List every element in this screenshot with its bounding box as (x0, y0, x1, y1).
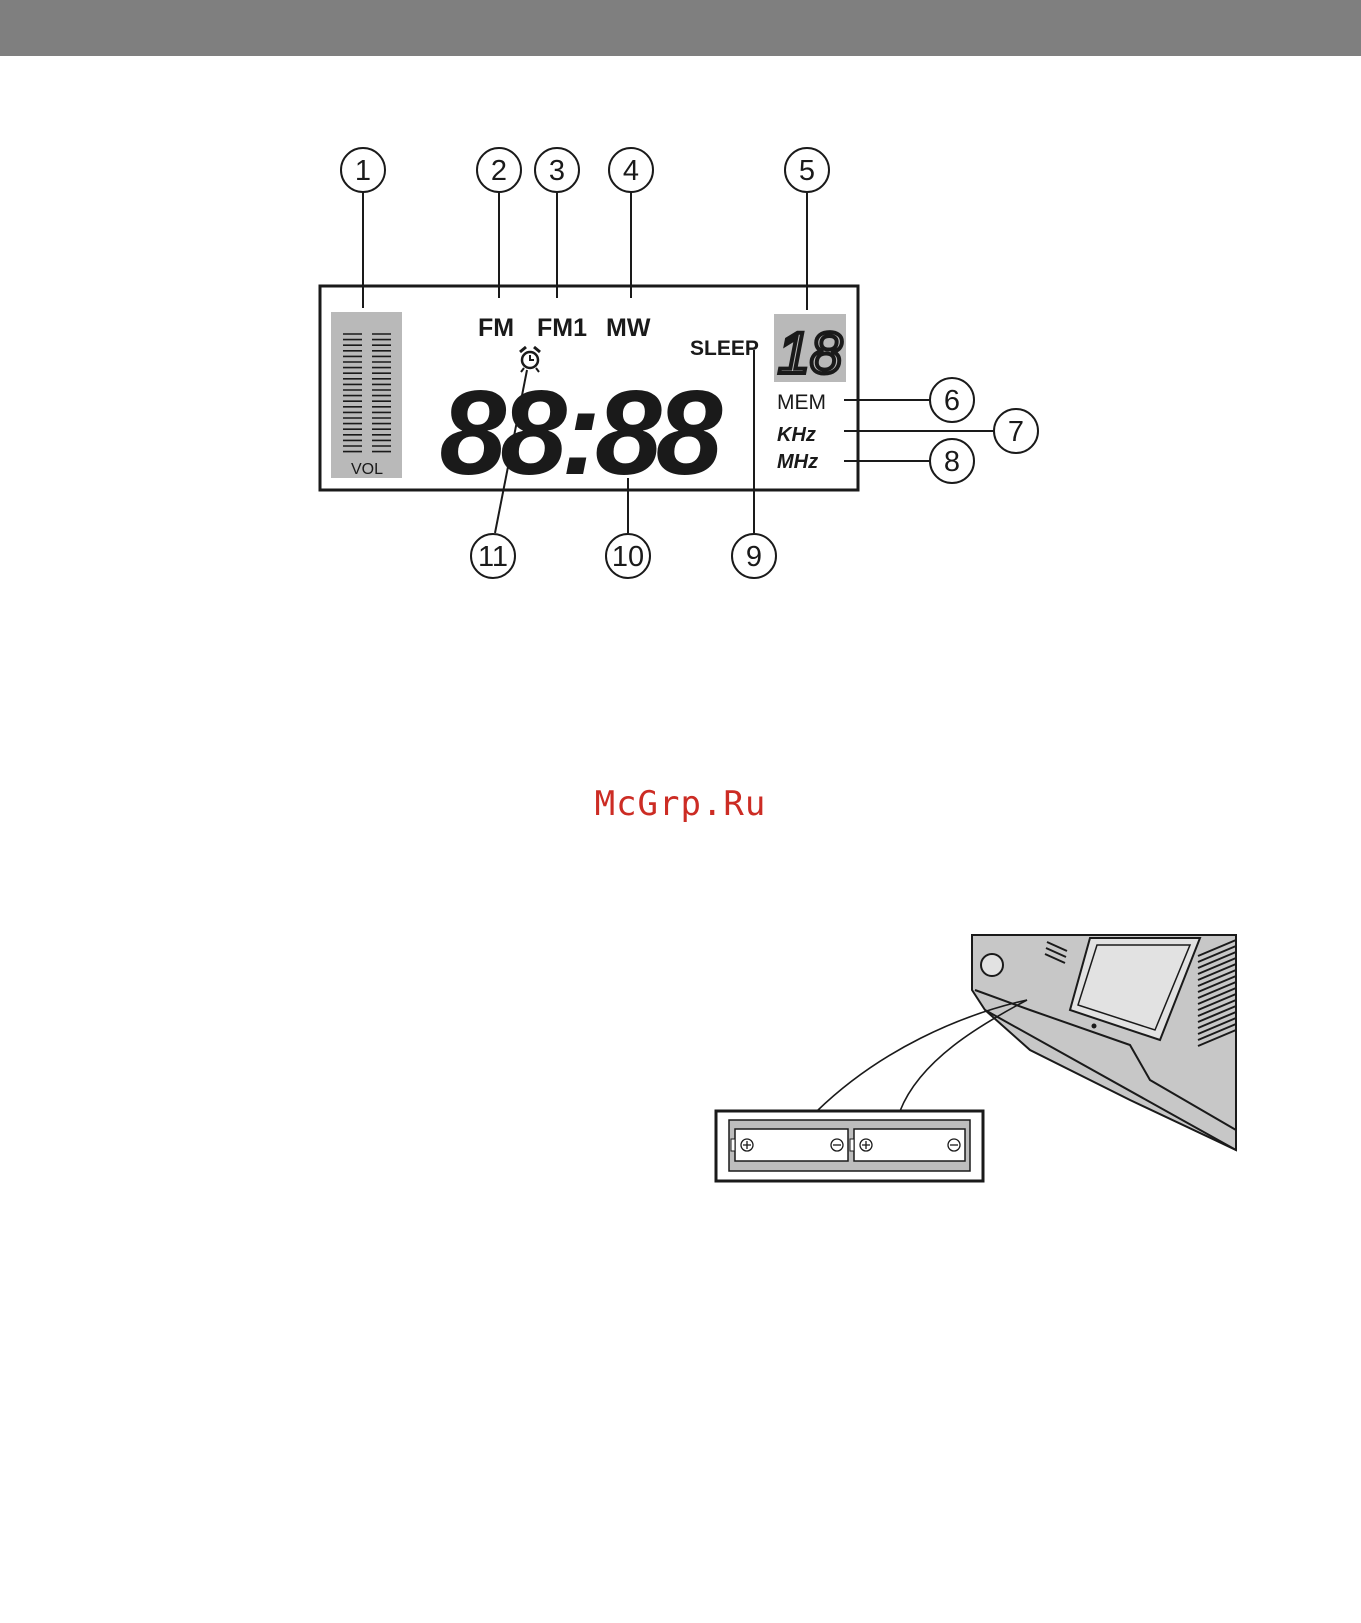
mhz-indicator: MHz (777, 451, 818, 473)
svg-text:2: 2 (491, 155, 507, 187)
watermark: McGrp.Ru (0, 784, 1361, 824)
volume-label: VOL (351, 461, 383, 478)
callout-7: 7 (994, 409, 1038, 453)
svg-text:7: 7 (1008, 416, 1024, 448)
svg-text:8: 8 (944, 446, 960, 478)
band-fm1-indicator: FM1 (537, 314, 587, 342)
svg-text:4: 4 (623, 155, 639, 187)
callout-9: 9 (732, 534, 776, 578)
svg-text:9: 9 (746, 541, 762, 573)
callout-3: 3 (535, 148, 579, 192)
callout-6: 6 (930, 378, 974, 422)
svg-text:11: 11 (478, 541, 508, 573)
memory-preset-digits: 18 (778, 321, 843, 386)
volume-meter: VOL (331, 312, 402, 478)
svg-text:10: 10 (612, 541, 644, 573)
memory-preset-display: 18 (774, 314, 846, 386)
band-fm-indicator: FM (478, 314, 514, 342)
lcd-diagram: VOL FM FM1 MW SLEEP 18 88:88 MEM KHz MHz (320, 148, 1038, 578)
callout-5: 5 (785, 148, 829, 192)
callout-10: 10 (606, 534, 650, 578)
sleep-indicator: SLEEP (690, 337, 759, 360)
callout-11: 11 (471, 534, 515, 578)
mem-indicator: MEM (777, 391, 826, 414)
svg-text:3: 3 (549, 155, 565, 187)
khz-indicator: KHz (777, 424, 816, 446)
svg-text:1: 1 (355, 155, 371, 187)
svg-text:6: 6 (944, 385, 960, 417)
callout-2: 2 (477, 148, 521, 192)
callout-4: 4 (609, 148, 653, 192)
band-mw-indicator: MW (606, 314, 651, 342)
callout-8: 8 (930, 439, 974, 483)
main-time-display: 88:88 (440, 366, 723, 500)
svg-text:5: 5 (799, 155, 815, 187)
battery-compartment-illustration (716, 935, 1236, 1181)
callout-1: 1 (341, 148, 385, 192)
